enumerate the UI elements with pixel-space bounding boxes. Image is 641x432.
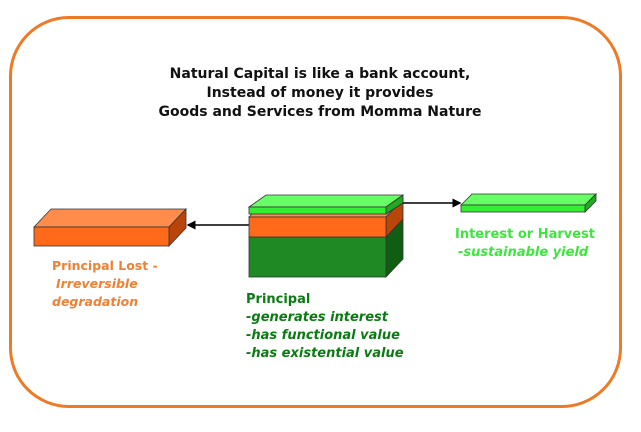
interest-block: [460, 193, 597, 213]
interest-heading: Interest or Harvest: [455, 227, 596, 242]
principal-lost-label: Principal Lost - Irreversible degradatio…: [52, 257, 158, 311]
principal-line-3: -has existential value: [246, 346, 404, 361]
principal-lost-block: [33, 207, 187, 248]
title-line-2: Instead of money it provides: [206, 85, 434, 101]
diagram-title: Natural Capital is like a bank account, …: [130, 65, 510, 122]
principal-label: Principal -generates interest -has funct…: [246, 291, 404, 363]
interest-subline: -sustainable yield: [458, 245, 589, 260]
principal-line-2: -has functional value: [246, 328, 400, 343]
principal-lost-line-1: Irreversible: [56, 276, 138, 291]
title-line-1: Natural Capital is like a bank account,: [169, 66, 471, 82]
principal-block: [247, 194, 405, 279]
title-line-3: Goods and Services from Momma Nature: [158, 104, 482, 120]
principal-heading: Principal: [246, 292, 311, 307]
principal-line-1: -generates interest: [246, 310, 388, 325]
interest-label: Interest or Harvest -sustainable yield: [455, 226, 595, 262]
principal-lost-line-2: degradation: [52, 294, 139, 309]
principal-lost-heading: Principal Lost -: [52, 258, 158, 273]
